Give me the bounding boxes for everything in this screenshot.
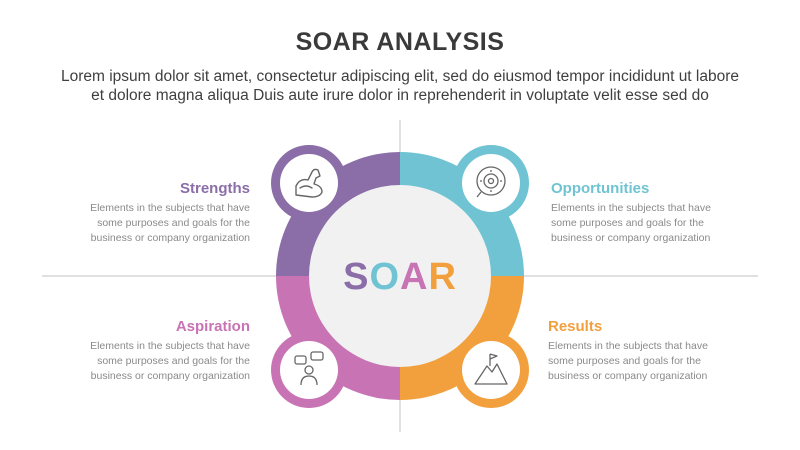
strengths-desc-line-2: some purposes and goals for the: [97, 217, 250, 229]
aspiration-title: Aspiration: [175, 318, 250, 335]
strengths-title: Strengths: [179, 180, 250, 197]
results-desc-line-2: some purposes and goals for the: [548, 355, 701, 367]
aspiration-desc-line-3: business or company organization: [90, 370, 250, 382]
aspiration-desc-line-2: some purposes and goals for the: [97, 355, 250, 367]
mountain-flag-icon: [474, 353, 508, 385]
strengths-badge-inner: [280, 154, 338, 212]
aspiration-badge-inner: [280, 341, 338, 399]
subtitle-line-1: Lorem ipsum dolor sit amet, consectetur …: [60, 68, 740, 85]
center-circle: [309, 185, 491, 367]
opportunities-desc-line-1: Elements in the subjects that have: [551, 202, 711, 214]
strengths-desc-line-3: business or company organization: [90, 232, 250, 244]
results-desc-line-1: Elements in the subjects that have: [548, 340, 708, 352]
target-gear-icon: [476, 166, 506, 198]
opportunities-desc-line-2: some purposes and goals for the: [551, 217, 704, 229]
center-letter-o: O: [369, 256, 400, 298]
flexed-arm-icon: [295, 168, 323, 198]
opportunities-description: Elements in the subjects that have some …: [551, 201, 751, 246]
aspiration-desc-line-1: Elements in the subjects that have: [90, 340, 250, 352]
center-letter-r: R: [428, 256, 456, 298]
center-letter-s: S: [343, 256, 369, 298]
results-description: Elements in the subjects that have some …: [548, 339, 748, 384]
strengths-description: Elements in the subjects that have some …: [50, 201, 250, 246]
opportunities-desc-line-3: business or company organization: [551, 232, 711, 244]
results-title: Results: [548, 318, 603, 335]
page-subtitle: Lorem ipsum dolor sit amet, consectetur …: [20, 67, 780, 105]
center-soar-text: SOAR: [343, 256, 457, 298]
person-chat-icon: [294, 351, 324, 386]
page-title: SOAR ANALYSIS: [295, 28, 505, 56]
center-letter-a: A: [400, 256, 428, 298]
results-desc-line-3: business or company organization: [548, 370, 708, 382]
strengths-desc-line-1: Elements in the subjects that have: [90, 202, 250, 214]
aspiration-description: Elements in the subjects that have some …: [50, 339, 250, 384]
subtitle-line-2: et dolore magna aliqua Duis aute irure d…: [91, 87, 709, 104]
opportunities-title: Opportunities: [551, 180, 650, 197]
